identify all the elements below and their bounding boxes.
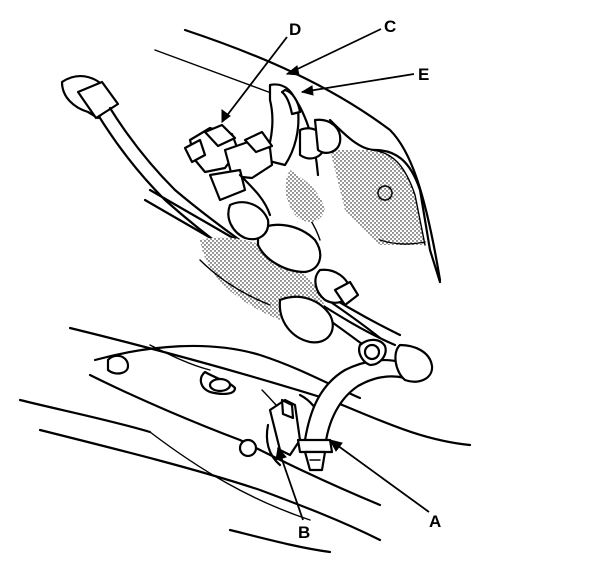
label-e: E xyxy=(418,65,429,84)
leader-c xyxy=(286,28,382,75)
arrowhead-e xyxy=(300,85,314,96)
leader-d xyxy=(221,36,288,123)
arrowhead-d xyxy=(221,109,231,123)
label-a: A xyxy=(429,512,441,531)
center-assembly xyxy=(199,170,360,344)
leader-b xyxy=(277,447,304,521)
lower-frame xyxy=(18,326,472,554)
upper-clamp-cluster xyxy=(183,83,342,217)
arrowhead-b xyxy=(275,446,287,461)
leader-a xyxy=(329,439,430,513)
arrowhead-a xyxy=(329,439,343,452)
label-d: D xyxy=(289,20,301,39)
label-b: B xyxy=(298,523,310,542)
hose-a xyxy=(296,343,434,472)
label-c: C xyxy=(384,17,396,36)
leader-lines xyxy=(221,28,430,521)
arrowhead-c xyxy=(285,65,300,76)
leader-e xyxy=(301,73,415,93)
